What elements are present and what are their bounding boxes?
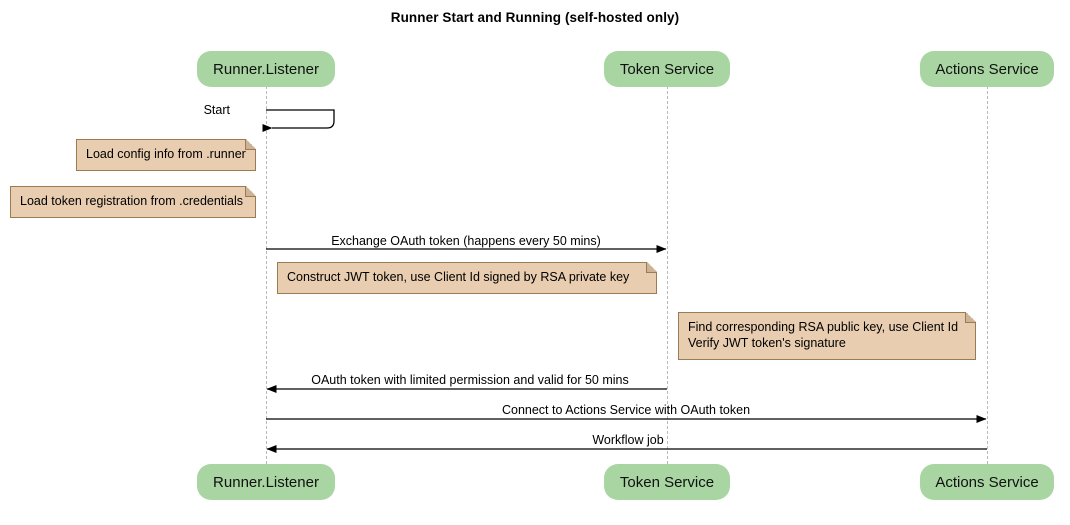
note-construct-jwt-token: Construct JWT token, use Client Id signe… xyxy=(277,262,657,294)
participant-foot-token-label: Token Service xyxy=(619,473,715,491)
lifeline-runner xyxy=(266,86,267,464)
lifeline-token xyxy=(667,86,668,464)
participant-head-actions-label: Actions Service xyxy=(935,60,1039,78)
participant-foot-runner[interactable]: Runner.Listener xyxy=(197,464,335,500)
participant-foot-actions-label: Actions Service xyxy=(935,473,1039,491)
message-label-start: Start xyxy=(203,103,230,117)
lifeline-actions xyxy=(987,86,988,464)
diagram-title: Runner Start and Running (self-hosted on… xyxy=(390,10,680,25)
message-arrow-start xyxy=(262,109,335,132)
participant-head-token-label: Token Service xyxy=(619,60,715,78)
participant-head-runner[interactable]: Runner.Listener xyxy=(197,51,335,87)
participant-foot-actions[interactable]: Actions Service xyxy=(920,464,1054,500)
participant-foot-runner-label: Runner.Listener xyxy=(213,473,319,491)
message-label-exchange-oauth-token: Exchange OAuth token (happens every 50 m… xyxy=(331,234,601,248)
participant-head-runner-label: Runner.Listener xyxy=(213,60,319,78)
message-label-connect-actions-service: Connect to Actions Service with OAuth to… xyxy=(501,403,751,417)
note-load-config-info: Load config info from .runner xyxy=(76,139,256,171)
participant-head-actions[interactable]: Actions Service xyxy=(920,51,1054,87)
message-label-workflow-job: Workflow job xyxy=(592,433,664,447)
message-label-oauth-token-response: OAuth token with limited permission and … xyxy=(311,373,629,387)
note-verify-jwt-signature: Find corresponding RSA public key, use C… xyxy=(678,312,976,360)
note-load-token-registration: Load token registration from .credential… xyxy=(10,186,256,218)
participant-foot-token[interactable]: Token Service xyxy=(604,464,730,500)
participant-head-token[interactable]: Token Service xyxy=(604,51,730,87)
